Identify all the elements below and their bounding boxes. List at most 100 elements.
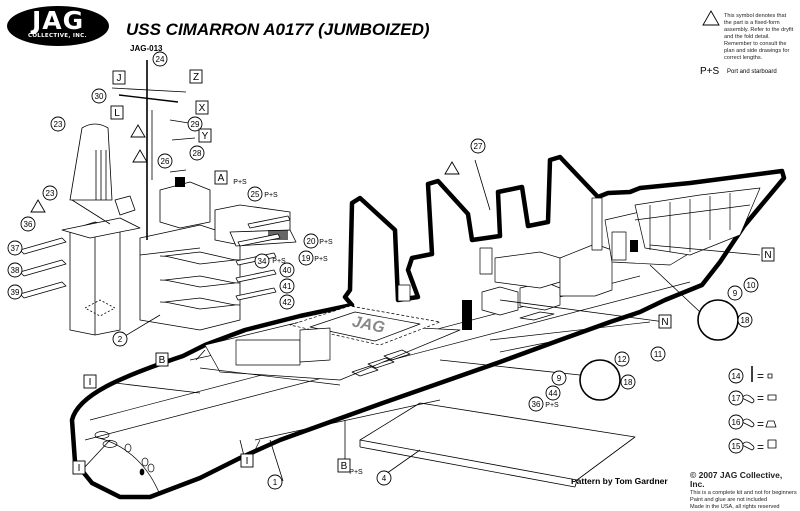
part-callout-n39: 39 (7, 284, 23, 300)
letter-label: J (117, 73, 122, 84)
svg-text:=: = (757, 369, 764, 383)
part-callout-n36b: 36 (528, 396, 544, 412)
part-number: 24 (156, 55, 165, 64)
copyright-note: This is a complete kit and not for begin… (690, 490, 797, 496)
part-number: 18 (741, 316, 750, 325)
copyright-line: © 2007 JAG Collective, Inc. (690, 470, 783, 489)
ps-mark: P+S (233, 179, 247, 186)
part-number: 17 (732, 394, 741, 403)
svg-text:=: = (757, 417, 764, 431)
part-number: 19 (302, 254, 311, 263)
part-callout-n11: 11 (650, 346, 666, 362)
part-callout-n4: 4 (376, 470, 392, 486)
part-number: 26 (161, 157, 170, 166)
legend-ps-label: P+S (700, 66, 720, 77)
letter-label: N (764, 250, 771, 261)
letter-callout-L: L (110, 105, 124, 120)
triangle-symbol-icon (702, 10, 720, 26)
letter-callout-X: X (195, 100, 209, 115)
letter-callout-A: A (214, 170, 228, 185)
deck-logo: JAG (351, 313, 387, 336)
legend-ps-note: Port and starboard (727, 69, 777, 75)
part-callout-n23a: 23 (50, 116, 66, 132)
part-number: 18 (624, 378, 633, 387)
part-callout-n37: 37 (7, 240, 23, 256)
logo-sub-text: COLLECTIVE, INC. (28, 33, 87, 39)
jag-logo (7, 6, 109, 46)
part-callout-n20: 20 (303, 233, 319, 249)
part-number: 34 (258, 257, 267, 266)
part-callout-n19: 19 (298, 250, 314, 266)
deck-plate-part-4 (359, 402, 636, 488)
part-number: 23 (54, 120, 63, 129)
part-callout-n16: 16 (728, 414, 744, 430)
small-parts-legend (741, 366, 777, 451)
letter-label: I (78, 463, 81, 474)
svg-text:=: = (757, 440, 764, 454)
svg-text:=: = (757, 391, 764, 405)
part-number: 44 (549, 389, 558, 398)
ps-mark: P+S (314, 256, 328, 263)
part-number: 39 (11, 288, 20, 297)
letter-label: Y (202, 131, 209, 142)
warning-triangles (30, 124, 460, 213)
part-number: 1 (273, 478, 278, 487)
letter-label: N (661, 317, 668, 328)
legend-triangle-note: This symbol denotes that the part is a f… (724, 13, 794, 61)
part-callout-n34: 34 (254, 253, 270, 269)
exploded-superstructure (19, 60, 297, 336)
part-callout-n18b: 18 (620, 374, 636, 390)
part-number: 9 (557, 374, 562, 383)
letter-callout-Y: Y (198, 128, 212, 143)
copyright-note: Paint and glue are not included (690, 497, 768, 503)
part-number: 30 (95, 92, 104, 101)
part-callout-n38: 38 (7, 262, 23, 278)
part-number: 40 (283, 266, 292, 275)
part-number: 38 (11, 266, 20, 275)
part-number: 14 (732, 372, 741, 381)
part-callout-n9b: 9 (551, 370, 567, 386)
ps-mark: P+S (264, 192, 278, 199)
part-number: 42 (283, 298, 292, 307)
part-number: 10 (747, 281, 756, 290)
part-callout-n40: 40 (279, 262, 295, 278)
part-number: 23 (46, 189, 55, 198)
part-number: 4 (382, 474, 387, 483)
letter-callout-I3: I (240, 453, 254, 468)
letter-callout-N1: N (658, 314, 672, 329)
letter-callout-I1: I (83, 374, 97, 389)
part-callout-n25: 25 (247, 186, 263, 202)
part-number: 20 (307, 237, 316, 246)
ps-mark: P+S (545, 402, 559, 409)
main-deck-details (84, 187, 761, 496)
part-number: 36 (532, 400, 541, 409)
part-callout-n36a: 36 (20, 216, 36, 232)
logo-main-text: JAG (32, 6, 85, 35)
part-number: 37 (11, 244, 20, 253)
part-callout-n14: 14 (728, 368, 744, 384)
part-callout-n2: 2 (112, 331, 128, 347)
part-callout-n42: 42 (279, 294, 295, 310)
detail-circle (579, 359, 621, 401)
part-callout-n9a: 9 (727, 285, 743, 301)
part-callout-n1: 1 (267, 474, 283, 490)
part-callout-n24: 24 (152, 51, 168, 67)
ps-mark: P+S (272, 258, 286, 265)
part-number: 12 (618, 355, 627, 364)
part-number: 28 (193, 149, 202, 158)
part-callout-n17: 17 (728, 390, 744, 406)
letter-callout-B1: B (155, 352, 169, 367)
part-callout-n44: 44 (545, 385, 561, 401)
kit-number: JAG-013 (130, 44, 163, 53)
part-number: 16 (732, 418, 741, 427)
part-callout-n26: 26 (157, 153, 173, 169)
ps-mark: P+S (319, 239, 333, 246)
letter-label: X (199, 103, 206, 114)
part-callout-n30: 30 (91, 88, 107, 104)
sheet-title: USS CIMARRON A0177 (JUMBOIZED) (126, 20, 430, 39)
letter-label: B (341, 461, 348, 472)
part-callout-n15: 15 (728, 438, 744, 454)
